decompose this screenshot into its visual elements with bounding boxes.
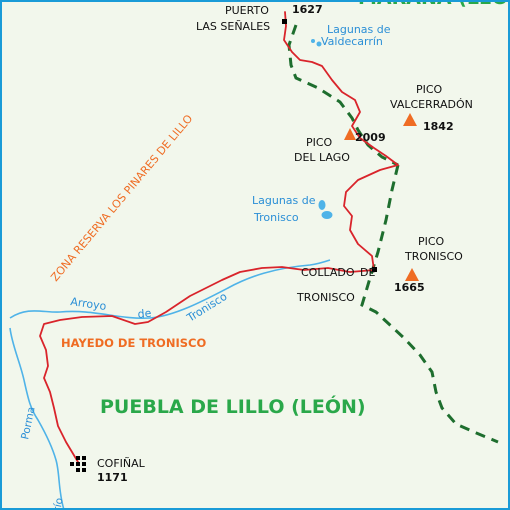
pico-del-lago-peak-icon [344,128,356,140]
arroyo-label-word2: de [137,307,152,321]
border-north [287,24,399,167]
lagunas-valdecarrin-lake [311,39,322,47]
cofinal-altitude: 1171 [97,471,128,484]
puerto-altitude: 1627 [292,3,323,16]
porma-river-label-word2: río [51,497,66,510]
cofinal-label: COFIÑAL [97,457,146,470]
pico-tronisco-line1: PICO [418,235,445,248]
collado-label-line1: COLLADO [301,266,355,279]
porma-river-label-word1: Porma [19,406,38,441]
pico-tronisco-peak-icon [405,268,419,281]
collado-label-line2: DE [360,266,375,279]
zona-reserva-label: ZONA RESERVA LOS PINARES DE LILLO [48,112,195,284]
pico-valcerradon-altitude: 1842 [423,120,454,133]
pico-valcerradon-line1: PICO [416,83,443,96]
porma-river [9,327,65,510]
lagunas-tronisco-line1: Lagunas de [252,194,316,207]
lagunas-tronisco-line2: Tronisco [253,211,299,224]
arroyo-label-word1: Arroyo [70,295,108,313]
lagunas-valdecarrin-line1: Lagunas de [327,23,391,36]
puerto-label-line1: PUERTO [225,4,269,17]
pico-del-lago-line1: PICO [306,136,333,149]
pico-del-lago-altitude: 2009 [355,131,386,144]
pico-tronisco-altitude: 1665 [394,281,425,294]
region-marana-label: MARAÑA (LEÓN) [358,0,510,9]
hiking-route [39,11,399,463]
pico-tronisco-line2: TRONISCO [404,250,463,263]
cofinal-village-icon [70,456,86,472]
arroyo-tronisco-river [9,259,331,320]
puerto-label-line2: LAS SEÑALES [196,20,270,33]
lagunas-tronisco-lake [318,200,333,219]
collado-de-tronisco-marker-icon [372,267,377,272]
hayedo-de-tronisco-label: HAYEDO DE TRONISCO [61,336,206,350]
pico-valcerradon-line2: VALCERRADÓN [390,98,473,111]
region-puebla-de-lillo-label: PUEBLA DE LILLO (LEÓN) [100,394,366,418]
border-south [360,164,499,444]
collado-label-line3: TRONISCO [296,291,355,304]
pico-del-lago-line2: DEL LAGO [294,151,350,164]
lagunas-valdecarrin-line2: Valdecarrín [321,35,383,48]
pico-valcerradon-peak-icon [403,113,417,126]
puerto-las-senales-marker-icon [282,19,287,24]
